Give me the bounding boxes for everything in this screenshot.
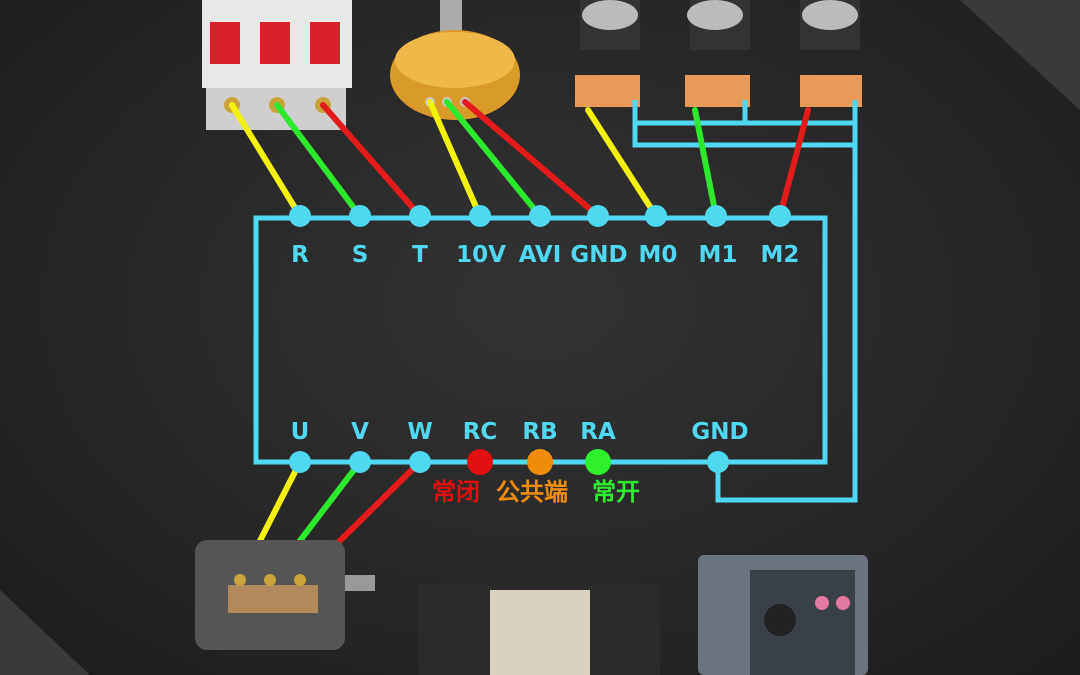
push-buttons	[575, 0, 862, 107]
bg-stripe	[0, 590, 90, 675]
terminal-ra	[585, 449, 611, 475]
label-s: S	[352, 242, 369, 268]
label-ra: RA	[580, 419, 616, 445]
terminal-m1	[705, 205, 727, 227]
label-10v: 10V	[456, 242, 506, 268]
terminal-v	[349, 451, 371, 473]
label-gnd: GND	[570, 242, 627, 268]
potentiometer	[390, 0, 520, 120]
label-w: W	[407, 419, 432, 445]
label-m1: M1	[699, 242, 738, 268]
wires	[229, 99, 811, 583]
terminal-avi	[529, 205, 551, 227]
terminal-10v	[469, 205, 491, 227]
label-t: T	[412, 242, 428, 268]
label-common: 公共端	[496, 478, 568, 506]
label-m0: M0	[639, 242, 678, 268]
label-normally-open: 常开	[592, 478, 640, 506]
terminal-r	[289, 205, 311, 227]
label-u: U	[291, 419, 310, 445]
terminal-w	[409, 451, 431, 473]
bg-stripe	[960, 0, 1080, 110]
terminal-gnd	[587, 205, 609, 227]
label-rc: RC	[463, 419, 498, 445]
label-avi: AVI	[519, 242, 562, 268]
terminal-m2	[769, 205, 791, 227]
relay	[418, 585, 660, 675]
terminal-s	[349, 205, 371, 227]
label-m2: M2	[761, 242, 800, 268]
terminal-rb	[527, 449, 553, 475]
terminal-rc	[467, 449, 493, 475]
terminal-m0	[645, 205, 667, 227]
inverter	[698, 555, 868, 675]
terminal-gnd-bottom	[707, 451, 729, 473]
label-r: R	[291, 242, 309, 268]
label-v: V	[351, 419, 369, 445]
label-normally-closed: 常闭	[432, 478, 480, 506]
label-gnd-bottom: GND	[691, 419, 748, 445]
motor	[195, 540, 375, 650]
label-rb: RB	[522, 419, 557, 445]
terminal-u	[289, 451, 311, 473]
terminal-t	[409, 205, 431, 227]
circuit-breaker	[202, 0, 352, 130]
